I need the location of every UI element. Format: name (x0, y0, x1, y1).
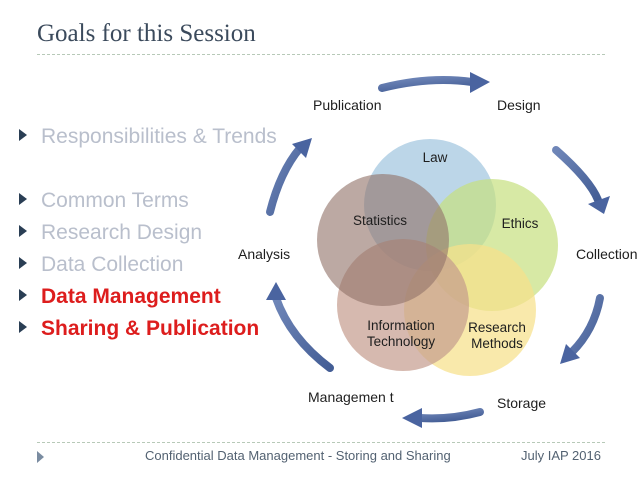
title-divider (37, 54, 605, 55)
arrow-management-analysis (272, 294, 334, 372)
bullet-triangle-icon (19, 257, 27, 269)
cycle-arrowheads (266, 72, 610, 428)
cycle-label-analysis: Analysis (238, 246, 291, 262)
footer-center-text: Confidential Data Management - Storing a… (145, 448, 451, 463)
bullet-triangle-icon (19, 225, 27, 237)
list-spacer (19, 157, 277, 189)
venn-label-ethics: Ethics (501, 216, 539, 231)
bullet-triangle-icon (19, 193, 27, 205)
arrowhead-analysis (266, 282, 286, 300)
arrowhead-design (470, 72, 490, 93)
arrow-design-collection (552, 146, 602, 204)
arrow-analysis-publication (266, 144, 304, 216)
venn-label-statistics: Statistics (352, 213, 407, 228)
goals-list: Responsibilities & Trends Common Terms R… (19, 125, 277, 349)
venn-circles (317, 139, 558, 376)
footer-date: July IAP 2016 (521, 448, 601, 463)
cycle-label-storage: Storage (497, 395, 547, 411)
arrow-publication-design (378, 76, 476, 92)
page-title: Goals for this Session (37, 20, 256, 47)
arrowhead-storage (560, 344, 580, 364)
bullet-triangle-icon (19, 129, 27, 141)
list-item: Responsibilities & Trends (19, 125, 277, 157)
cycle-label-collection: Collection (576, 246, 638, 262)
arrowhead-collection (588, 196, 610, 214)
venn-label-law: Law (422, 150, 448, 165)
footer-triangle-icon (37, 451, 44, 463)
cycle-label-publication: Publication (313, 97, 382, 113)
venn-label-information-technology: Information Technology (366, 318, 436, 349)
list-item: Research Design (19, 221, 277, 253)
list-item: Data Collection (19, 253, 277, 285)
bullet-triangle-icon (19, 289, 27, 301)
venn-circle-statistics (317, 174, 449, 306)
cycle-label-design: Design (497, 97, 541, 113)
list-item-highlight: Data Management (19, 285, 277, 317)
cycle-label-management: Managemen t (308, 389, 394, 405)
arrow-storage-management (416, 408, 484, 423)
arrowhead-management (402, 408, 422, 428)
list-item: Common Terms (19, 189, 277, 221)
cycle-arrows (266, 76, 604, 423)
footer-divider (37, 442, 605, 443)
list-item-highlight: Sharing & Publication (19, 317, 277, 349)
venn-label-research-methods: Research Methods (468, 320, 526, 351)
arrowhead-publication (292, 138, 312, 158)
bullet-triangle-icon (19, 321, 27, 333)
arrow-collection-storage (568, 294, 604, 356)
